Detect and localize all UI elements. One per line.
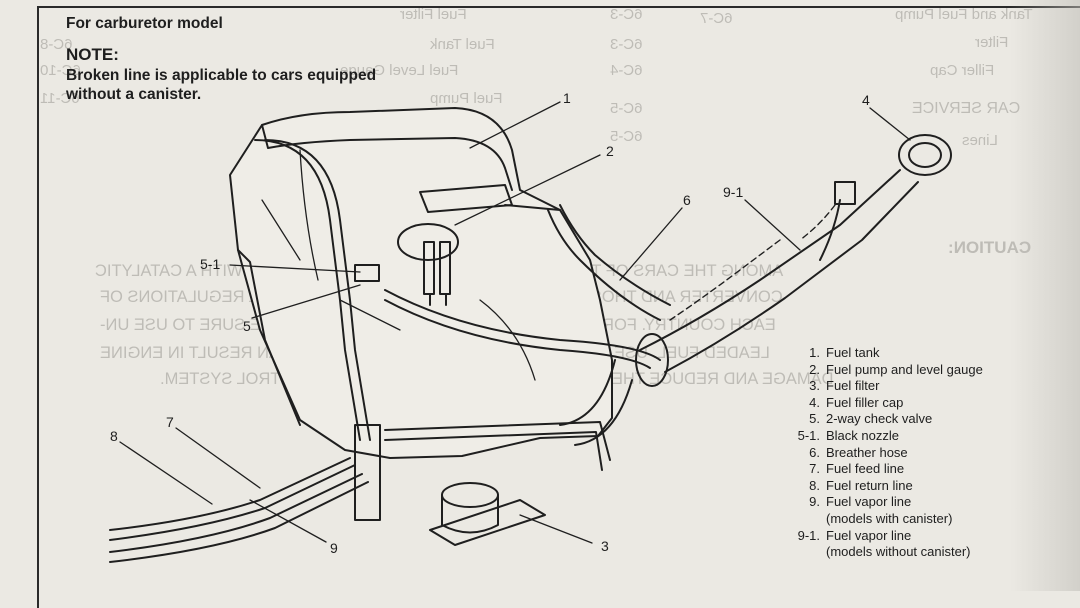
legend-number: 3. (809, 378, 820, 394)
filler-neck-drawing (559, 134, 952, 446)
note-label: NOTE: (66, 45, 119, 64)
note-block: For carburetor model NOTE: Broken line i… (66, 14, 396, 104)
model-heading: For carburetor model (66, 15, 223, 32)
legend-number (780, 544, 826, 561)
legend-number: 5. (809, 411, 820, 427)
legend-text: Fuel feed line (826, 461, 905, 477)
legend-item: 5-1. Black nozzle (780, 428, 983, 445)
legend-number (780, 511, 826, 528)
legend-item: 3. Fuel filter (780, 378, 983, 395)
legend-item: (models with canister) (780, 511, 983, 528)
callout-7: 7 (166, 414, 174, 430)
legend-text: Fuel filter (826, 378, 880, 394)
fuel-pump-drawing (397, 223, 459, 306)
manual-page: Fuel Filter Fuel Tank Fuel Level Gauge F… (37, 0, 1080, 608)
callout-4: 4 (862, 92, 870, 108)
page-edge-shadow (1010, 0, 1080, 591)
callout-3: 3 (601, 538, 609, 554)
legend-item: 6. Breather hose (780, 445, 983, 462)
callout-5: 5 (243, 318, 251, 334)
legend-item: 9-1. Fuel vapor line (780, 528, 983, 545)
callout-2: 2 (606, 143, 614, 159)
callout-9-1: 9-1 (723, 184, 744, 200)
callout-8: 8 (110, 428, 118, 444)
legend-number: 9. (809, 494, 820, 510)
leader-lines (119, 101, 911, 544)
fuel-filter-drawing (429, 482, 546, 546)
legend-number: 5-1. (797, 427, 820, 443)
legend-item: (models without canister) (780, 544, 983, 561)
callout-1: 1 (563, 90, 571, 106)
legend-text: Black nozzle (826, 427, 899, 443)
legend-text: Fuel vapor line (826, 527, 912, 543)
legend-text: Fuel vapor line (826, 494, 912, 510)
legend-item: 2. Fuel pump and level gauge (780, 362, 983, 379)
line-bundle-drawing (109, 424, 381, 563)
legend-text: (models with canister) (826, 510, 953, 526)
legend-text: Breather hose (826, 444, 908, 460)
fuel-system-diagram (109, 101, 952, 563)
legend-item: 8. Fuel return line (780, 478, 983, 495)
legend-text: (models without canister) (826, 544, 971, 560)
legend-number: 6. (809, 444, 820, 460)
legend-text: Fuel tank (826, 345, 880, 360)
legend-number: 8. (809, 477, 820, 493)
fuel-tank-drawing (229, 107, 613, 459)
legend-item: 9. Fuel vapor line (780, 494, 983, 511)
legend-number: 9-1. (797, 527, 820, 543)
legend-item: 1. Fuel tank (780, 345, 983, 362)
legend-text: Fuel pump and level gauge (826, 361, 983, 377)
legend-item: 5. 2-way check valve (780, 411, 983, 428)
legend-item: 7. Fuel feed line (780, 461, 983, 478)
pipe-lines-drawing (254, 139, 836, 471)
legend-text: Fuel filler cap (826, 394, 904, 410)
callout-9: 9 (330, 540, 338, 556)
legend-text: 2-way check valve (826, 411, 933, 427)
legend-item: 4. Fuel filler cap (780, 395, 983, 412)
legend-text: Fuel return line (826, 477, 913, 493)
legend-number: 4. (809, 394, 820, 410)
legend-number: 2. (809, 361, 820, 377)
legend-number: 7. (809, 461, 820, 477)
callout-5-1: 5-1 (200, 256, 221, 272)
note-text: Broken line is applicable to cars equipp… (66, 67, 377, 103)
legend-number: 1. (809, 345, 820, 360)
page-border (37, 6, 1080, 608)
parts-legend: 1.Fuel tank 2.Fuel pump and level gauge … (780, 345, 983, 561)
callout-6: 6 (683, 192, 691, 208)
